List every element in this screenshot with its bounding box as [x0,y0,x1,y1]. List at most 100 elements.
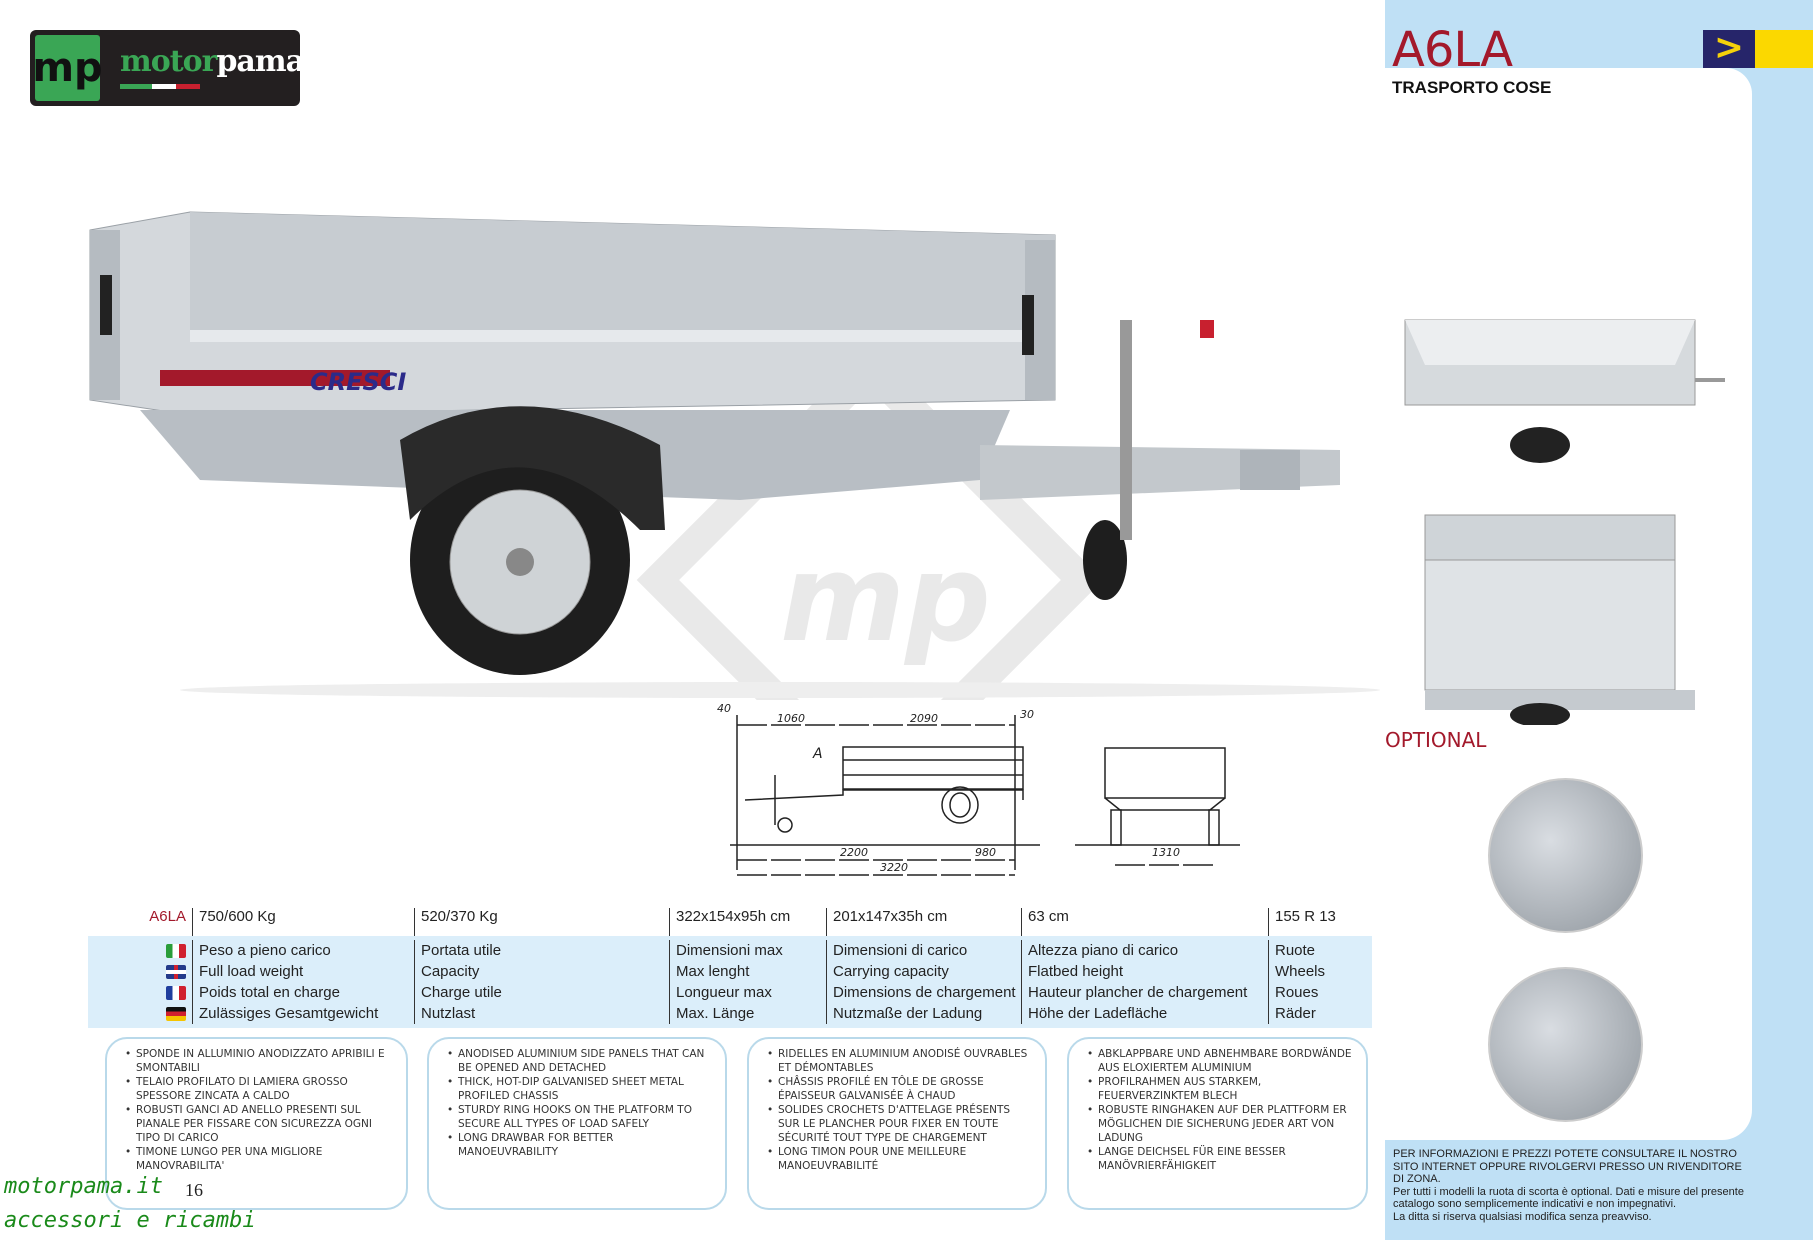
page-number: 16 [185,1180,203,1200]
feature-item: SPONDE IN ALLUMINIO ANODIZZATO APRIBILI … [125,1047,396,1075]
svg-text:mp: mp [780,530,991,669]
site-watermark-tagline: accessori e ricambi [4,1208,256,1233]
mp-logo-mark: mp [32,35,103,101]
feature-item: PROFILRAHMEN AUS STARKEM, FEUERVERZINKTE… [1087,1075,1356,1103]
spec-value: 201x147x35h cm [826,908,1021,936]
model-title: A6LA [1392,22,1513,78]
label-de: Nutzmaße der Ladung [833,1005,983,1022]
logo-wordmark: motorpama [120,44,305,79]
germany-flag-icon [166,1006,186,1021]
spec-value: 750/600 Kg [192,908,414,936]
label-fr: Roues [1275,984,1319,1001]
next-chevron-icon[interactable]: > [1703,30,1755,68]
feature-item: LONG TIMON POUR UNE MEILLEURE MANOEUVRAB… [767,1145,1035,1173]
dim-a: A [812,746,823,762]
specs-table: A6LA 750/600 Kg 520/370 Kg 322x154x95h c… [88,908,1372,1028]
dim-1310: 1310 [1152,846,1180,859]
spec-value: 155 R 13 [1268,908,1372,936]
feature-item: TIMONE LUNGO PER UNA MIGLIORE MANOVRABIL… [125,1145,396,1173]
feature-item: ABKLAPPBARE UND ABNEHMBARE BORDWÄNDE AUS… [1087,1047,1356,1075]
label-fr: Longueur max [676,984,772,1001]
spec-value: 63 cm [1021,908,1268,936]
label-fr: Dimensions de chargement [833,984,1016,1001]
feature-item: CHÂSSIS PROFILÉ EN TÔLE DE GROSSE ÉPAISS… [767,1075,1035,1103]
label-en: Capacity [421,963,480,980]
italian-flag-stripe [120,84,200,89]
label-fr: Hauteur plancher de chargement [1028,984,1248,1001]
optional-label: OPTIONAL [1385,728,1487,752]
dim-980: 980 [975,846,996,859]
footnote-line: La ditta si riserva qualsiasi modifica s… [1393,1210,1652,1223]
dim-2200: 2200 [840,846,868,859]
footnote-line: PER INFORMAZIONI E PREZZI POTETE CONSULT… [1393,1148,1742,1185]
feature-item: THICK, HOT-DIP GALVANISED SHEET METAL PR… [447,1075,715,1103]
dim-40: 40 [717,702,731,715]
footnote-line: Per tutti i modelli la ruota di scorta è… [1393,1185,1744,1211]
feature-item: LANGE DEICHSEL FÜR EINE BESSER MANÖVRIER… [1087,1145,1356,1173]
label-it: Altezza piano di carico [1028,942,1179,959]
yellow-tab [1755,30,1813,68]
label-en: Max lenght [676,963,750,980]
italy-flag-icon [166,943,186,958]
label-fr: Charge utile [421,984,502,1001]
france-flag-icon [166,985,186,1000]
dim-30: 30 [1020,708,1034,721]
feature-item: SOLIDES CROCHETS D'ATTELAGE PRÉSENTS SUR… [767,1103,1035,1145]
features-box-english: ANODISED ALUMINIUM SIDE PANELS THAT CAN … [427,1037,727,1210]
label-en: Wheels [1275,963,1326,980]
features-box-italian: SPONDE IN ALLUMINIO ANODIZZATO APRIBILI … [105,1037,408,1210]
uk-flag-icon [166,964,186,979]
language-flags [88,940,192,1024]
footnote: PER INFORMAZIONI E PREZZI POTETE CONSULT… [1393,1148,1753,1223]
feature-item: TELAIO PROFILATO DI LAMIERA GROSSO SPESS… [125,1075,396,1103]
feature-item: LONG DRAWBAR FOR BETTER MANOEUVRABILITY [447,1131,715,1159]
hinge-detail-photo [1488,967,1643,1122]
spec-value: 520/370 Kg [414,908,669,936]
ring-hook-detail-photo [1488,778,1643,933]
specs-values-row: A6LA 750/600 Kg 520/370 Kg 322x154x95h c… [88,908,1372,936]
dim-2090: 2090 [910,712,938,725]
label-de: Höhe der Ladefläche [1028,1005,1168,1022]
label-de: Max. Länge [676,1005,755,1022]
label-it: Dimensioni di carico [833,942,968,959]
label-en: Full load weight [199,963,304,980]
feature-item: ANODISED ALUMINIUM SIDE PANELS THAT CAN … [447,1047,715,1075]
optional-photo-side-panels [1404,319,1725,463]
label-fr: Poids total en charge [199,984,340,1001]
technical-drawing: 40 1060 2090 30 A 2200 980 3220 1310 [717,702,1240,876]
label-it: Ruote [1275,942,1316,959]
label-it: Dimensioni max [676,942,783,959]
label-en: Carrying capacity [833,963,949,980]
feature-item: RIDELLES EN ALUMINIUM ANODISÉ OUVRABLES … [767,1047,1035,1075]
feature-item: ROBUSTI GANCI AD ANELLO PRESENTI SUL PIA… [125,1103,396,1145]
logo-word-pama: pama [216,44,305,79]
dim-1060: 1060 [777,712,805,725]
spec-value: 322x154x95h cm [669,908,826,936]
feature-item: ROBUSTE RINGHAKEN AUF DER PLATTFORM ER M… [1087,1103,1356,1145]
label-de: Zulässiges Gesamtgewicht [199,1005,379,1022]
optional-photo-tarp-cover [1424,514,1695,725]
features-box-german: ABKLAPPBARE UND ABNEHMBARE BORDWÄNDE AUS… [1067,1037,1368,1210]
motorpama-logo: mp motorpama [30,30,305,106]
dim-3220: 3220 [880,861,908,874]
site-watermark-url: motorpama.it [4,1174,163,1199]
label-it: Portata utile [421,942,502,959]
spec-model: A6LA [149,908,186,925]
cresci-brand-label: CRESCI [310,368,406,396]
category-subtitle: TRASPORTO COSE [1392,78,1552,97]
label-it: Peso a pieno carico [199,942,331,959]
feature-item: STURDY RING HOOKS ON THE PLATFORM TO SEC… [447,1103,715,1131]
label-de: Räder [1275,1005,1316,1022]
logo-word-motor: motor [120,44,217,79]
label-en: Flatbed height [1028,963,1124,980]
trailer-main-photo: mp CRESCI [89,211,1380,700]
label-de: Nutzlast [421,1005,476,1022]
features-box-french: RIDELLES EN ALUMINIUM ANODISÉ OUVRABLES … [747,1037,1047,1210]
